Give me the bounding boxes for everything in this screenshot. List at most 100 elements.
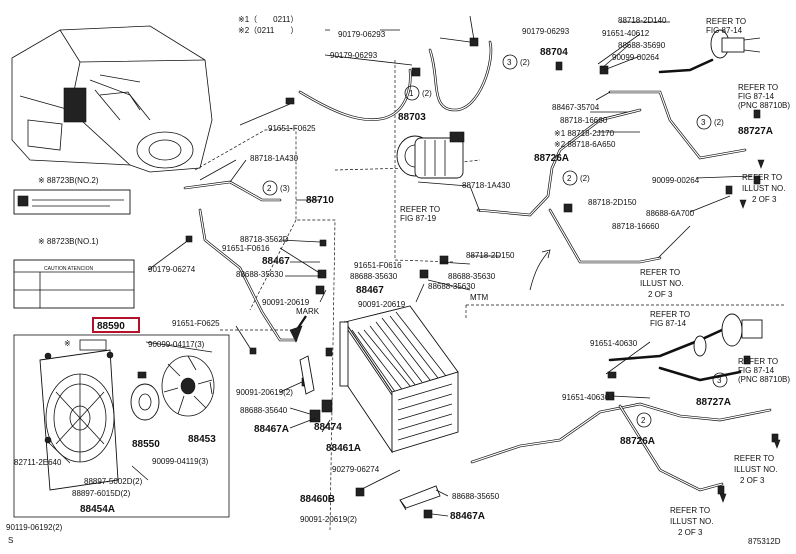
leader-lines (47, 15, 753, 517)
label-90099-00264-a: 90099-00264 (612, 53, 660, 62)
label-91651-40630-b: 91651-40630 (562, 393, 610, 402)
vehicle-sketch (11, 25, 213, 173)
pipe-88726a-lower (470, 402, 772, 492)
callout-2-r2: 2 (641, 416, 646, 425)
mtm-divider (465, 304, 785, 320)
fittings (185, 37, 779, 519)
part-88590-highlight[interactable] (92, 317, 140, 333)
label-91651-40630-a: 91651-40630 (590, 339, 638, 348)
pnc-note-b: (PNC 88710B) (738, 375, 790, 384)
refer-fig-87-19-a: REFER TO (400, 205, 440, 214)
refer-illust-a: REFER TO (742, 173, 782, 182)
pnc-note-a: (PNC 88710B) (738, 101, 790, 110)
label-88710: 88710 (306, 195, 334, 206)
label-88718-1a430-a: 88718-1A430 (250, 154, 299, 163)
label-88467a-a: 88467A (254, 424, 289, 435)
label-90179-06293-c: 90179-06293 (522, 27, 570, 36)
label-91651-f0625-a: 91651-F0625 (268, 124, 316, 133)
label-88718-2d150-b: 88718-2D150 (466, 251, 515, 260)
label-90091-20619-b: 90091-20619 (358, 300, 406, 309)
label-91651-f0616-a: 91651-F0616 (222, 244, 270, 253)
label-90099-04117: 90099-04117(3) (148, 340, 205, 349)
two-of-three-c: 2 OF 3 (740, 476, 765, 485)
pipe-88726a-upper (476, 108, 662, 264)
label-mtm: MTM (470, 293, 489, 302)
label-88688-35640: 88688-35640 (240, 406, 288, 415)
callouts (262, 54, 728, 428)
callout-2-mid: 2 (567, 174, 572, 183)
label-88723b-no2: ※ 88723B(NO.2) (13, 176, 131, 215)
fig-87-14-top-a: FIG 87-14 (706, 26, 743, 35)
refer-top-a: REFER TO (706, 17, 746, 26)
label-90099-04119: 90099-04119(3) (152, 457, 209, 466)
part-88590-label: 88590 (97, 321, 125, 332)
label-90091-20619-a: 90091-20619 (262, 298, 310, 307)
label-88688-35630-d: 88688-35630 (428, 282, 476, 291)
label-88453: 88453 (188, 434, 216, 445)
label-88550: 88550 (132, 439, 160, 450)
label-88718-2d140: 88718-2D140 (618, 16, 667, 25)
expansion-valve-lower (693, 313, 763, 357)
label-s: S (8, 536, 13, 545)
label-88688-35650: 88688-35650 (452, 492, 500, 501)
fan-shroud (39, 349, 119, 491)
expansion-valve-top (710, 29, 761, 59)
label-90091-20619-c: 90091-20619(2) (236, 388, 293, 397)
refer-fig-87-19-b: FIG 87-19 (400, 214, 437, 223)
refer-illust-d: REFER TO (670, 506, 710, 515)
label-88703: 88703 (398, 112, 426, 123)
label-91651-f0625-b: 91651-F0625 (172, 319, 220, 328)
label-88897-6015d: 88897-6015D(2) (72, 489, 131, 498)
fig-87-14-c: FIG 87-14 (650, 319, 687, 328)
callout-3-top: 3 (507, 58, 512, 67)
callout-3-r2: 3 (717, 376, 722, 385)
refer-illust-c: REFER TO (734, 454, 774, 463)
legend-line-1: ※1（ 0211） (238, 15, 298, 24)
refer-top-b: REFER TO (738, 83, 778, 92)
label-88726a-a: 88726A (534, 153, 569, 164)
reference-number: 875312D (748, 537, 781, 546)
label-88718-6a650: ※2 88718-6A650 (554, 140, 616, 149)
label-90119-06192: 90119-06192(2) (6, 523, 63, 532)
label-88723b-no2-text: ※ 88723B(NO.2) (38, 176, 99, 185)
label-88467a-b: 88467A (450, 511, 485, 522)
fan-blade (161, 355, 215, 417)
direction-arrows (289, 159, 781, 503)
label-88718-2d150-a: 88718-2D150 (588, 198, 637, 207)
two-of-three-b: 2 OF 3 (648, 290, 673, 299)
label-91651-40612: 91651-40612 (602, 29, 650, 38)
label-88460b: 88460B (300, 494, 335, 505)
fan-motor (130, 371, 160, 421)
label-91651-f0616-b: 91651-F0616 (354, 261, 402, 270)
label-88688-35630-c: 88688-35630 (350, 272, 398, 281)
label-90279-06274: 90279-06274 (332, 465, 380, 474)
label-88688-35690: 88688-35690 (618, 41, 666, 50)
label-88718-16660-b: 88718-16660 (612, 222, 660, 231)
label-88467-35704: 88467-35704 (552, 103, 600, 112)
label-90179-06293-a: 90179-06293 (338, 30, 386, 39)
pipe-88727a-upper (608, 58, 747, 160)
label-88718-16660-a: 88718-16660 (560, 116, 608, 125)
pipe-88727a-lower (608, 328, 742, 382)
pipe-88710 (183, 180, 298, 342)
label-88454a: 88454A (80, 504, 115, 515)
illust-no-b: ILLUST NO. (640, 279, 683, 288)
label-90179-06274: 90179-06274 (148, 265, 196, 274)
hose-88703 (298, 40, 493, 122)
refer-fig-87-14-d: REFER TO (738, 357, 778, 366)
label-88723b-no1-text: ※ 88723B(NO.1) (38, 237, 99, 246)
fan-inset-box (13, 334, 230, 518)
illust-no-c: ILLUST NO. (734, 465, 777, 474)
label-88688-6a700: 88688-6A700 (646, 209, 695, 218)
callout-1-top-qty: (2) (422, 89, 432, 98)
label-88727a-b: 88727A (696, 397, 731, 408)
label-88723b-no1: ※ 88723B(NO.1) CAUTION ATENCION (13, 237, 135, 309)
callout-1-top: 1 (409, 89, 414, 98)
refer-illust-b: REFER TO (640, 268, 680, 277)
note-mark: ※ (64, 339, 71, 348)
two-of-three-d: 2 OF 3 (678, 528, 703, 537)
label-88461a: 88461A (326, 443, 361, 454)
callout-3-r1-qty: (2) (714, 118, 724, 127)
label-88688-35630-b: 88688-35630 (448, 272, 496, 281)
